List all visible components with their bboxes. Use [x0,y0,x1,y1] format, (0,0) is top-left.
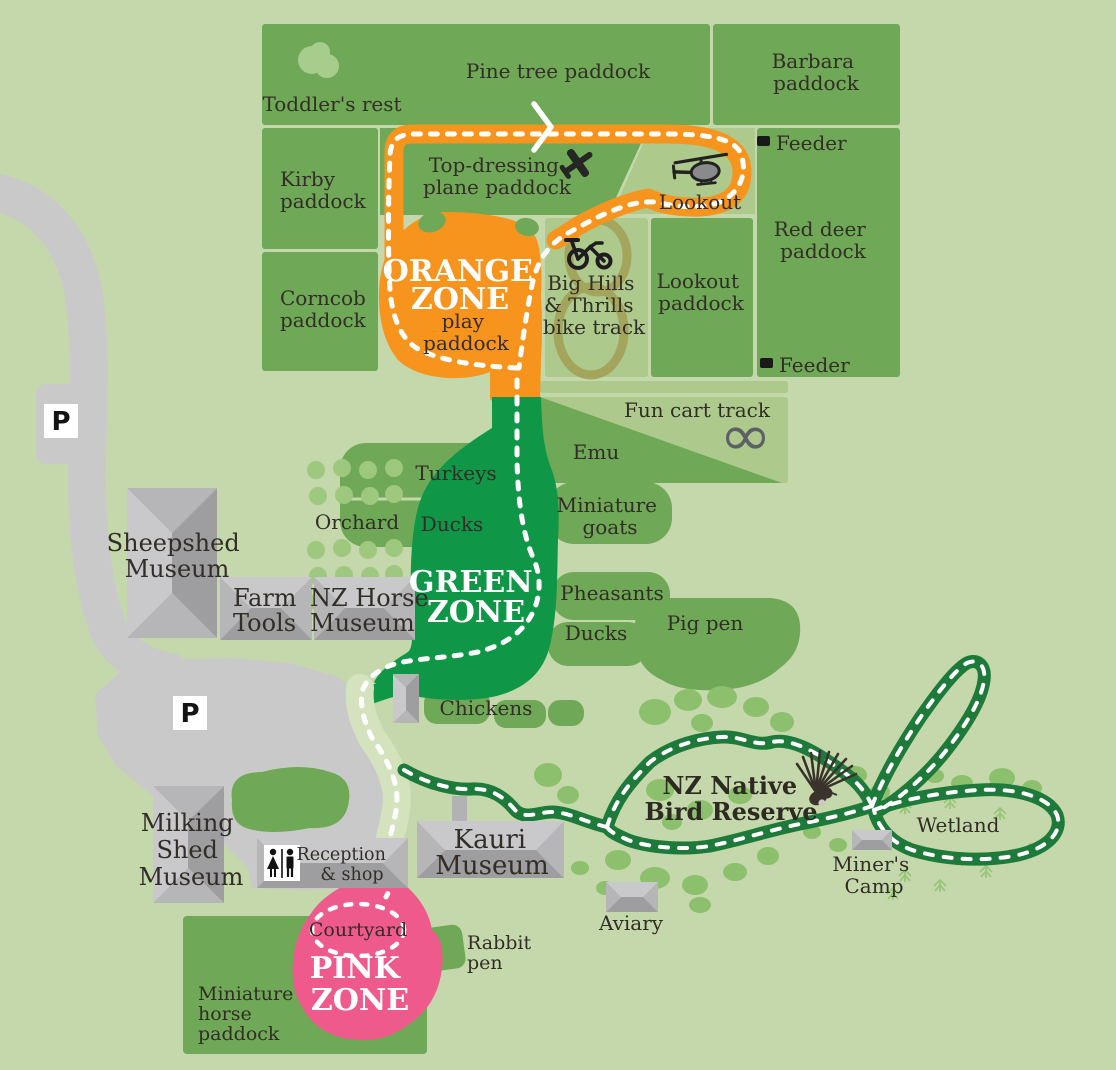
orange-zone [378,124,752,401]
nz-horse-museum-building [314,577,415,640]
farm-tools-building [220,577,312,640]
kirby-paddock-area [262,128,378,249]
restroom-icon [264,845,300,881]
toddlers-rest-blob [298,42,339,78]
miniature-horse-paddock-label: Miniature horse paddock [198,983,299,1045]
helicopter-icon [671,152,729,186]
labels: Pine tree paddock Toddler's rest Barbara… [107,49,1000,1045]
feeder-top-label: Feeder [776,131,847,155]
chickens-label: Chickens [440,696,533,720]
pheasants-pen [552,572,670,620]
emu-label: Emu [573,440,620,464]
parking-sign-2: P [173,696,207,730]
emu-area [540,397,782,483]
parking-sign-1: P [44,404,78,438]
aviary-building [606,882,658,912]
pig-pen-label: Pig pen [667,611,744,635]
turkeys-label: Turkeys [415,461,496,485]
orchard-label: Orchard [315,510,400,534]
toddlers-rest-label: Toddler's rest [262,92,401,116]
milking-shed-museum-label: Milking Shed Museum [139,809,244,891]
red-deer-paddock-area [757,128,900,377]
milking-shed-museum-building [153,786,224,903]
kauri-museum-building [417,796,564,878]
red-deer-paddock-label: Red deer paddock [774,217,872,263]
parking-icon: P [51,407,70,437]
buildings [127,488,892,912]
pink-zone-label: PINK ZONE [310,951,411,1018]
farm-tools-label: Farm Tools [233,584,304,637]
bird-reserve-label: NZ Native Bird Reserve [644,771,817,826]
miners-camp-label: Miner's Camp [832,852,915,898]
wetland-label: Wetland [917,813,1000,837]
orange-zone-notch-1 [418,211,446,233]
pheasants-label: Pheasants [560,581,663,605]
tricycle-icon [564,238,613,270]
corncob-paddock-area [262,252,378,371]
orange-zone-blob [378,211,542,401]
kauri-museum-label: Kauri Museum [435,825,549,881]
chicken-shed-building [393,674,419,723]
sheepshed-museum-building [127,488,217,638]
courtyard-route-dashes [309,901,407,959]
ducks-upper-label: Ducks [421,512,484,536]
lookout-paddock-area [651,218,753,377]
barbara-paddock-area [713,24,900,125]
bird-reserve-trees [534,686,1042,913]
reception-shop-label: Reception & shop [297,845,392,885]
orange-zone-label: ORANGE ZONE [383,254,544,317]
miniature-goats-pen [548,482,672,544]
fantail-bird-icon [795,749,858,807]
kirby-paddock-label: Kirby paddock [280,167,367,213]
lookout-label: Lookout [659,190,741,214]
top-dressing-paddock-area [380,128,648,215]
play-paddock-label: play paddock [423,309,510,355]
orange-zone-notch-2 [515,217,539,237]
infinity-cart-track-icon: ∞ [719,403,771,469]
fun-cart-track-label: Fun cart track [624,398,771,422]
big-hills-bike-track-label: Big Hills & Thrills bike track [543,271,646,339]
ducks-lower-pen [548,622,648,666]
feeder-bottom-label: Feeder [779,353,850,377]
corncob-paddock-label: Corncob paddock [280,286,372,332]
feeder-square-icon [760,358,773,368]
aviary-label: Aviary [598,911,664,935]
chickens-pen-2 [494,700,546,728]
pine-tree-paddock-label: Pine tree paddock [466,59,651,83]
orange-trail-band [384,124,752,268]
courtyard-label: Courtyard [309,919,407,941]
lookout-paddock-label: Lookout paddock [657,269,746,315]
green-zone-blob [374,397,559,700]
top-dressing-paddock-label: Top-dressing plane paddock [423,153,572,199]
route-arrow [531,101,554,153]
feeder-square-icon [757,136,770,146]
reception-bush [231,767,350,832]
orange-route-dashes [386,131,746,371]
fun-cart-strip [540,381,788,393]
green-zone-label: GREEN ZONE [409,565,543,630]
sheepshed-museum-label: Sheepshed Museum [107,529,248,583]
miners-camp-building [852,830,892,850]
topdressing-plane-icon [559,148,593,179]
pine-tree-paddock-area [262,24,710,125]
kauri-chimney [452,796,467,822]
rabbit-pen-label: Rabbit pen [467,932,537,974]
miniature-goats-label: Miniature goats [557,493,664,539]
pig-pen-area [634,598,801,691]
parking-icon: P [180,699,199,729]
chickens-pen-3 [548,700,584,726]
barbara-paddock-label: Barbara paddock [772,49,861,95]
ducks-lower-label: Ducks [565,621,628,645]
nz-horse-museum-label: NZ Horse Museum [310,584,436,637]
